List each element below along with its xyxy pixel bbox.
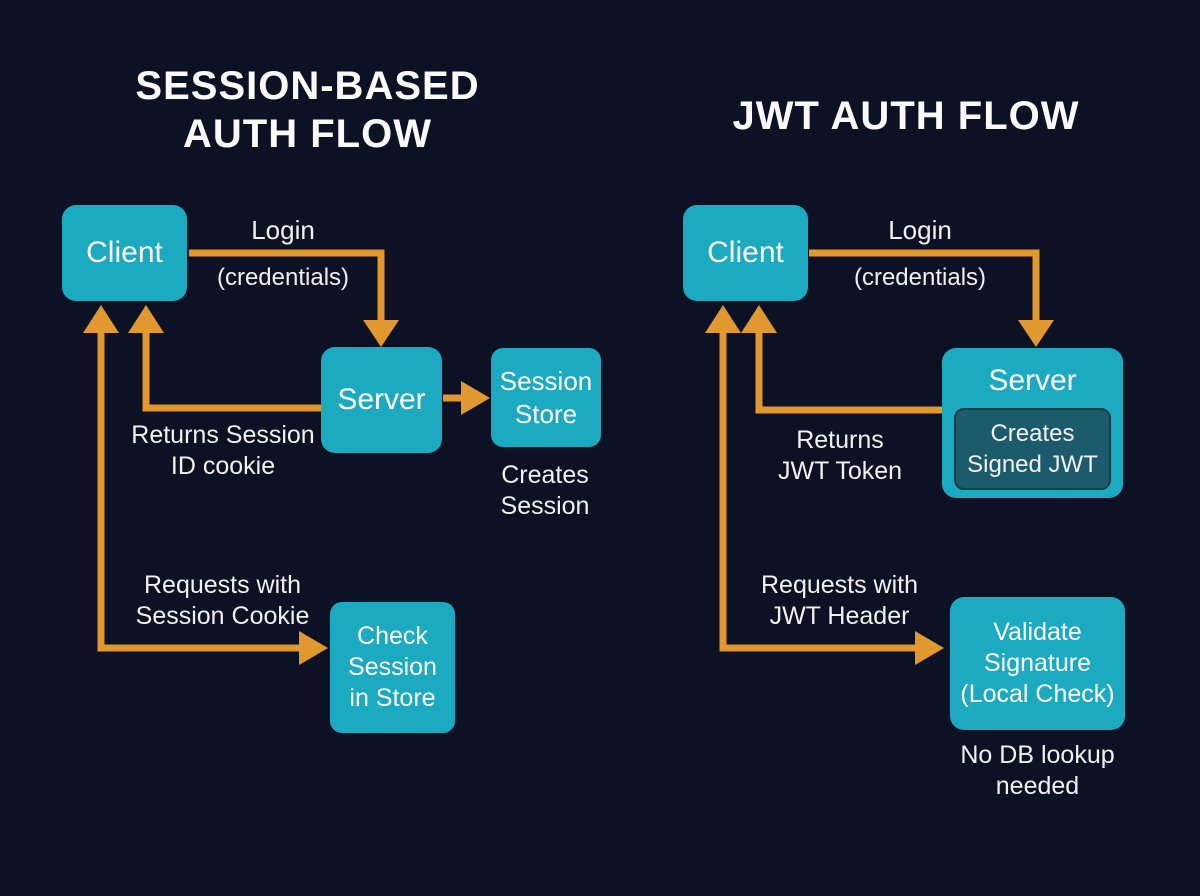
right-credentials-label: (credentials) <box>853 264 987 291</box>
right-client-node: Client <box>683 205 808 301</box>
session-flow-title: SESSION-BASED AUTH FLOW <box>135 64 480 156</box>
arrow-left-server-to-store <box>443 381 490 415</box>
left-session-store-node: Session Store <box>491 348 601 447</box>
left-credentials-label: (credentials) <box>216 264 350 291</box>
left-check-session-node: Check Session in Store <box>330 602 455 733</box>
arrow-right-login <box>809 249 1054 347</box>
right-no-db-lookup-label: No DB lookup needed <box>960 741 1115 801</box>
jwt-flow-title: JWT AUTH FLOW <box>732 94 1080 138</box>
arrow-right-returns <box>741 305 943 414</box>
left-returns-session-id-label: Returns Session ID cookie <box>131 421 315 481</box>
right-validate-signature-node: Validate Signature (Local Check) <box>950 597 1125 730</box>
arrow-left-login <box>189 249 399 347</box>
arrow-left-requests <box>83 305 328 665</box>
right-login-label: Login <box>888 215 952 245</box>
left-server-node: Server <box>321 347 442 453</box>
left-creates-session-label: Creates Session <box>500 461 590 521</box>
left-login-label: Login <box>251 215 315 245</box>
arrow-left-returns <box>128 305 321 412</box>
creates-signed-jwt-subnode: Creates Signed JWT <box>954 408 1111 490</box>
right-server-label: Server <box>988 364 1077 397</box>
right-server-node: Server Creates Signed JWT <box>942 348 1123 498</box>
right-returns-jwt-label: Returns JWT Token <box>777 426 903 486</box>
left-requests-label: Requests with Session Cookie <box>135 571 310 631</box>
arrow-right-requests <box>705 305 944 665</box>
left-client-node: Client <box>62 205 187 301</box>
right-requests-label: Requests with JWT Header <box>760 571 919 631</box>
